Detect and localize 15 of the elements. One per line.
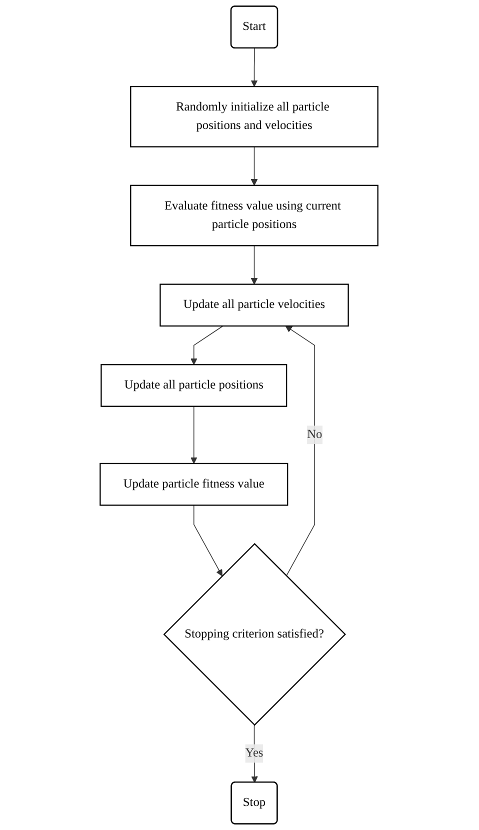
arrow bbox=[190, 406, 198, 464]
arrow bbox=[286, 326, 316, 576]
arrow bbox=[190, 326, 224, 365]
arrow bbox=[251, 48, 258, 87]
arrow bbox=[251, 245, 258, 285]
node-box: Update all particle positions bbox=[101, 364, 288, 407]
node-diamond: Stopping criterion satisfied? bbox=[164, 543, 346, 726]
node-box: Update particle fitness value bbox=[100, 462, 289, 506]
arrow bbox=[251, 146, 258, 186]
node-box: Evaluate fitness value using current particle positions bbox=[130, 184, 379, 246]
node-box: Update all particle velocities bbox=[160, 284, 350, 327]
edge-label: No bbox=[308, 428, 323, 442]
node-box: Randomly initialize all particle positions and velocities bbox=[130, 86, 379, 148]
edge-label: Yes bbox=[246, 746, 264, 760]
arrow bbox=[194, 504, 223, 576]
